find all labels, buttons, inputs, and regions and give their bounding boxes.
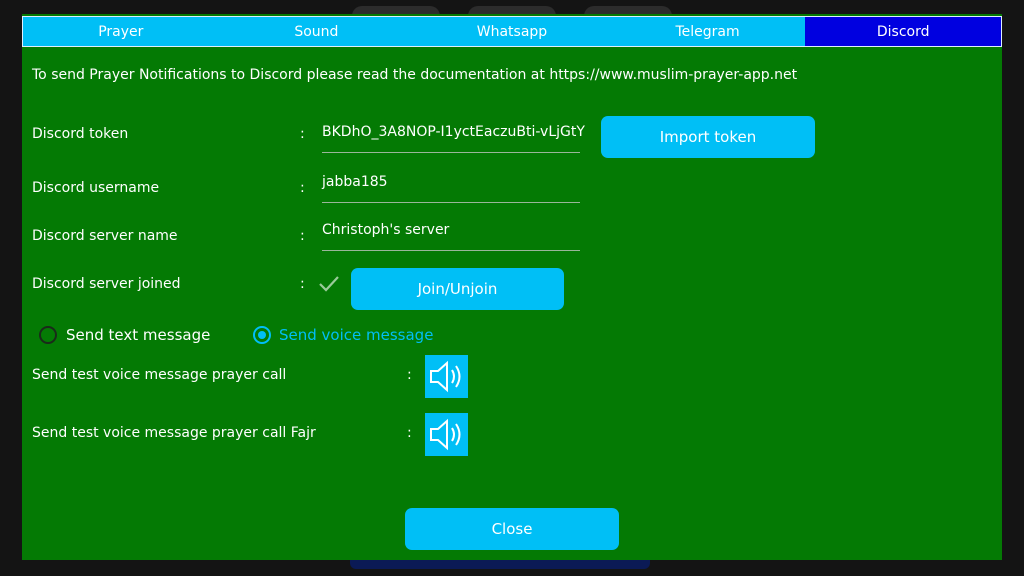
username-colon: : [300,180,305,196]
discord-settings-dialog: Prayer Sound Whatsapp Telegram Discord T… [22,14,1002,560]
join-unjoin-button[interactable]: Join/Unjoin [351,268,564,310]
server-name-colon: : [300,228,305,244]
send-voice-radio[interactable] [253,326,271,344]
test-prayer-call-button[interactable] [425,355,468,398]
username-label: Discord username [32,180,160,196]
test-fajr-label: Send test voice message prayer call Fajr [32,425,316,441]
username-field[interactable]: jabba185 [322,169,580,203]
tab-prayer[interactable]: Prayer [98,23,144,40]
tab-whatsapp[interactable]: Whatsapp [476,23,548,40]
server-joined-colon: : [300,276,305,292]
tab-telegram[interactable]: Telegram [675,23,740,40]
intro-text: To send Prayer Notifications to Discord … [32,67,798,83]
close-button[interactable]: Close [405,508,619,550]
test-prayer-call-label: Send test voice message prayer call [32,367,287,383]
token-field[interactable]: BKDhO_3A8NOP-I1yctEaczuBti-vLjGtY [322,119,585,153]
import-token-button[interactable]: Import token [601,116,815,158]
server-joined-label: Discord server joined [32,276,181,292]
speaker-icon [430,360,461,393]
check-icon [319,276,339,292]
send-text-radio[interactable] [39,326,57,344]
tab-bar: Prayer Sound Whatsapp Telegram Discord [22,16,1002,47]
speaker-icon [430,418,461,451]
server-name-field[interactable]: Christoph's server [322,217,580,251]
send-voice-label[interactable]: Send voice message [279,326,434,344]
test-fajr-button[interactable] [425,413,468,456]
tab-sound[interactable]: Sound [294,23,339,40]
send-text-label[interactable]: Send text message [66,326,211,344]
test-fajr-colon: : [407,425,412,441]
tab-discord[interactable]: Discord [805,17,1001,46]
server-name-label: Discord server name [32,228,178,244]
test-prayer-call-colon: : [407,367,412,383]
token-label: Discord token [32,126,129,142]
token-colon: : [300,126,305,142]
